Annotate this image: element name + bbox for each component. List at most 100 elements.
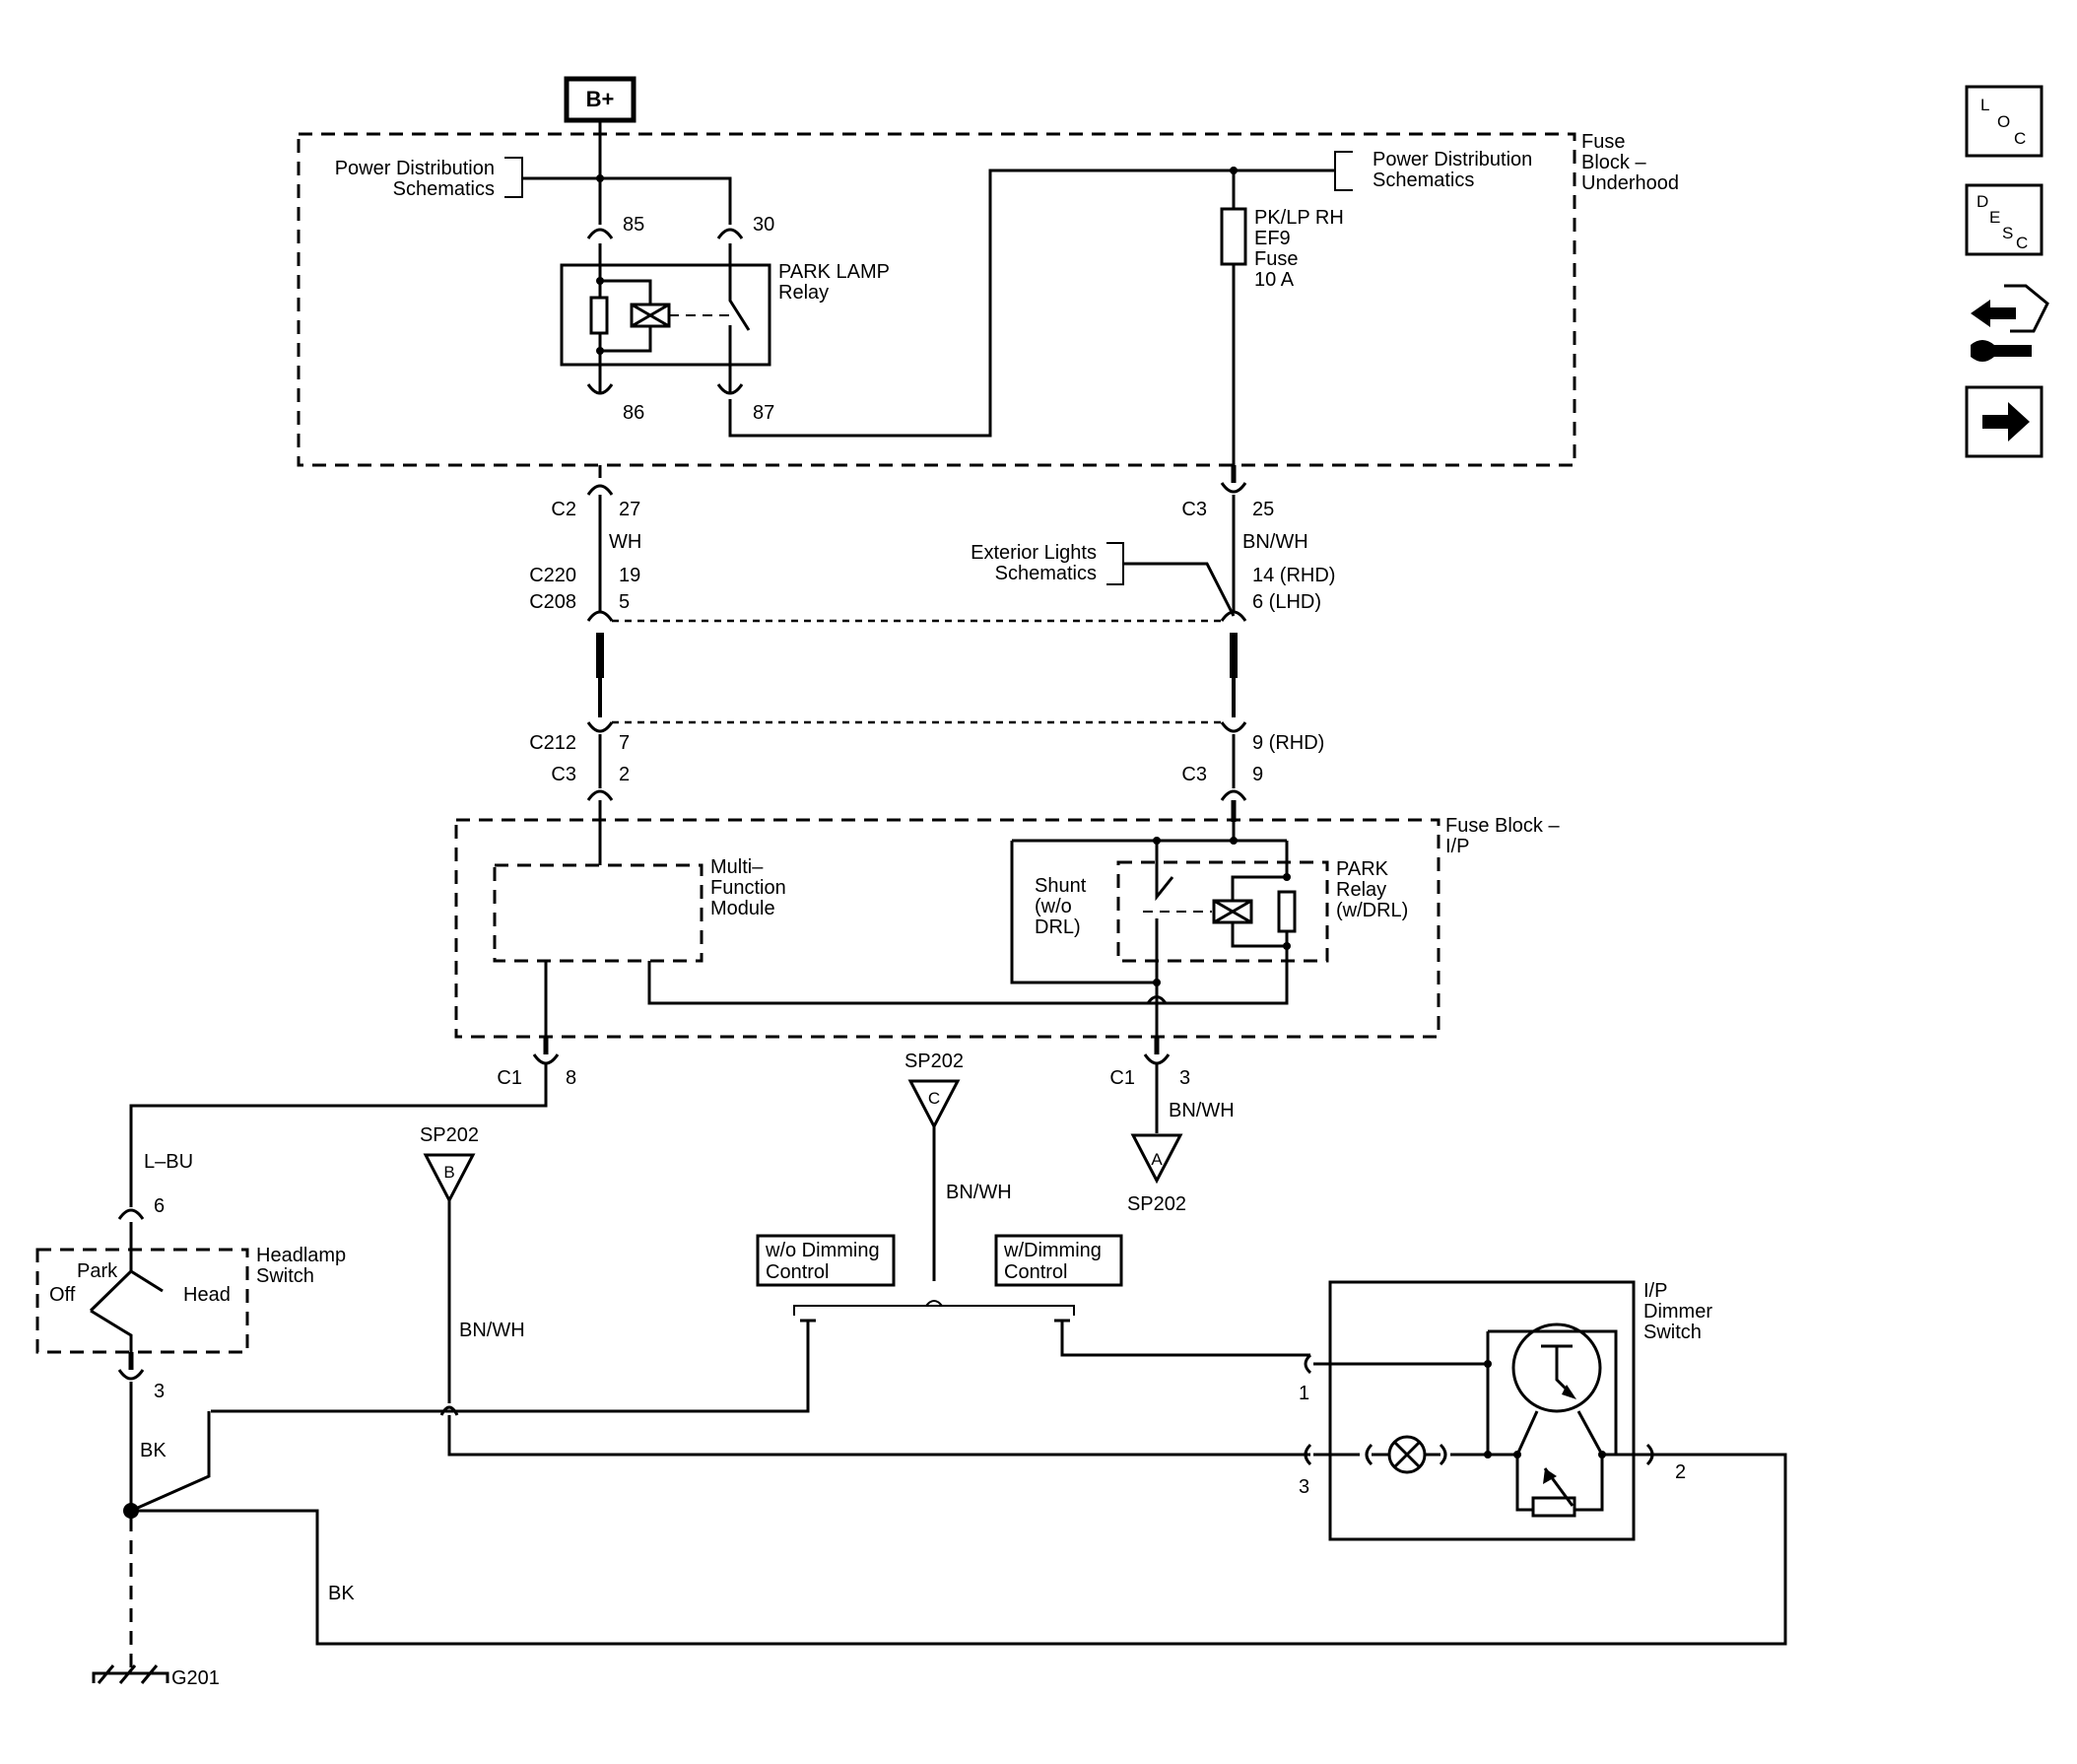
desc-letter-e: E bbox=[1989, 208, 2000, 227]
hs-head: Head bbox=[183, 1284, 231, 1306]
c1-right: C1 bbox=[1109, 1067, 1135, 1089]
left-c208-pin: 5 bbox=[619, 591, 630, 613]
right-c212-pin: 9 (RHD) bbox=[1252, 732, 1324, 754]
left-c2: C2 bbox=[551, 499, 576, 520]
connector-wrench-icon[interactable] bbox=[1971, 284, 2049, 362]
ip-dimmer-label-3: Switch bbox=[1643, 1322, 1702, 1343]
desc-letter-s: S bbox=[2002, 224, 2013, 242]
right-pin-rhd: 14 (RHD) bbox=[1252, 565, 1335, 586]
left-c2-pin: 27 bbox=[619, 499, 640, 520]
loc-letter-l: L bbox=[1980, 96, 1989, 114]
splice-b-letter: B bbox=[443, 1163, 454, 1182]
right-pin-lhd: 6 (LHD) bbox=[1252, 591, 1321, 613]
splice-a-label: SP202 bbox=[1127, 1193, 1186, 1215]
w-dimming-1: w/Dimming bbox=[1003, 1240, 1102, 1261]
fuse-block-underhood-title-2: Block – bbox=[1581, 152, 1646, 173]
multi-function-module bbox=[493, 863, 704, 963]
fuse-label-3: Fuse bbox=[1254, 248, 1298, 270]
fuse-block-underhood-title-1: Fuse bbox=[1581, 131, 1625, 153]
park-relay-label-1: PARK bbox=[1336, 858, 1389, 880]
wire-lbu: L–BU bbox=[144, 1151, 193, 1173]
ip-dimmer-pin-2: 2 bbox=[1675, 1461, 1686, 1483]
mfm-label-1: Multi– bbox=[710, 856, 764, 878]
ip-dimmer-pin-1: 1 bbox=[1299, 1383, 1309, 1404]
fuse-ef9 bbox=[1220, 207, 1247, 266]
power-dist-left-2: Schematics bbox=[393, 178, 495, 200]
headlamp-switch-label-2: Switch bbox=[256, 1265, 314, 1287]
desc-icon[interactable]: D E S C bbox=[1965, 183, 2044, 256]
right-c3b-pin: 9 bbox=[1252, 764, 1263, 785]
right-c3-pin: 25 bbox=[1252, 499, 1274, 520]
w-dimming-2: Control bbox=[1004, 1261, 1067, 1283]
left-c220: C220 bbox=[529, 565, 576, 586]
bnwh-mid: BN/WH bbox=[946, 1182, 1012, 1203]
headlamp-switch bbox=[35, 1248, 249, 1354]
ground-label: G201 bbox=[171, 1667, 220, 1689]
bnwh-right: BN/WH bbox=[1169, 1100, 1235, 1121]
fuse-block-ip-outline bbox=[454, 818, 1440, 1039]
fuse-label-4: 10 A bbox=[1254, 269, 1295, 291]
w-dimming-control bbox=[994, 1234, 1123, 1287]
fuse-block-underhood-outline bbox=[297, 132, 1576, 467]
relay-pin-30: 30 bbox=[753, 214, 774, 236]
shunt-label-1: Shunt bbox=[1035, 875, 1087, 897]
loc-letter-c: C bbox=[2014, 129, 2026, 148]
fuse-block-ip-title-1: Fuse Block – bbox=[1445, 815, 1560, 837]
ground-g201: G201 bbox=[92, 1664, 220, 1689]
c1-left-pin: 8 bbox=[566, 1067, 576, 1089]
loc-letter-o: O bbox=[1997, 112, 2010, 131]
c1-right-pin: 3 bbox=[1179, 1067, 1190, 1089]
desc-letter-c: C bbox=[2016, 234, 2028, 252]
ext-lights-2: Schematics bbox=[995, 563, 1097, 584]
wire-bk2: BK bbox=[328, 1583, 355, 1604]
right-c3b: C3 bbox=[1181, 764, 1207, 785]
park-lamp-relay bbox=[560, 263, 771, 367]
c1-left: C1 bbox=[497, 1067, 522, 1089]
park-relay-drl bbox=[1116, 860, 1329, 963]
ext-lights-1: Exterior Lights bbox=[971, 542, 1097, 564]
relay-pin-85: 85 bbox=[623, 214, 644, 236]
wo-dimming-1: w/o Dimming bbox=[765, 1240, 880, 1261]
headlamp-switch-label-1: Headlamp bbox=[256, 1245, 346, 1266]
left-c212: C212 bbox=[529, 732, 576, 754]
fuse-label-1: PK/LP RH bbox=[1254, 207, 1344, 229]
splice-b-label: SP202 bbox=[420, 1124, 479, 1146]
shunt-label-2: (w/o bbox=[1035, 896, 1072, 917]
left-c220-pin: 19 bbox=[619, 565, 640, 586]
splice-a-letter: A bbox=[1151, 1150, 1163, 1169]
fuse-block-underhood-title-3: Underhood bbox=[1581, 172, 1679, 194]
relay-pin-86: 86 bbox=[623, 402, 644, 424]
hs-pin-6: 6 bbox=[154, 1195, 165, 1217]
right-c3: C3 bbox=[1181, 499, 1207, 520]
splice-c-label: SP202 bbox=[904, 1051, 964, 1072]
wo-dimming-2: Control bbox=[766, 1261, 829, 1283]
right-wire-bnwh: BN/WH bbox=[1242, 531, 1308, 553]
left-c3-pin: 2 bbox=[619, 764, 630, 785]
park-relay-label-2: Relay bbox=[1336, 879, 1386, 901]
mfm-label-2: Function bbox=[710, 877, 786, 899]
shunt-label-3: DRL) bbox=[1035, 916, 1081, 938]
left-c3: C3 bbox=[551, 764, 576, 785]
fuse-label-2: EF9 bbox=[1254, 228, 1291, 249]
ip-dimmer-pin-3: 3 bbox=[1299, 1476, 1309, 1498]
bnwh-left: BN/WH bbox=[459, 1320, 525, 1341]
park-lamp-relay-label-2: Relay bbox=[778, 282, 829, 304]
desc-letter-d: D bbox=[1976, 192, 1988, 211]
wo-dimming-control bbox=[756, 1234, 896, 1287]
left-c212-pin: 7 bbox=[619, 732, 630, 754]
power-dist-right-2: Schematics bbox=[1373, 170, 1474, 191]
left-c208: C208 bbox=[529, 591, 576, 613]
ip-dimmer-switch bbox=[1328, 1280, 1636, 1541]
hs-pin-3: 3 bbox=[154, 1381, 165, 1402]
relay-pin-87: 87 bbox=[753, 402, 774, 424]
ip-dimmer-label-2: Dimmer bbox=[1643, 1301, 1712, 1323]
loc-icon[interactable]: L O C bbox=[1965, 85, 2044, 158]
mfm-label-3: Module bbox=[710, 898, 775, 919]
next-arrow-icon[interactable] bbox=[1965, 385, 2044, 458]
park-relay-label-3: (w/DRL) bbox=[1336, 900, 1408, 921]
left-wire-wh: WH bbox=[609, 531, 641, 553]
power-dist-right-1: Power Distribution bbox=[1373, 149, 1532, 170]
ip-dimmer-label-1: I/P bbox=[1643, 1280, 1667, 1302]
hs-off: Off bbox=[49, 1284, 76, 1306]
